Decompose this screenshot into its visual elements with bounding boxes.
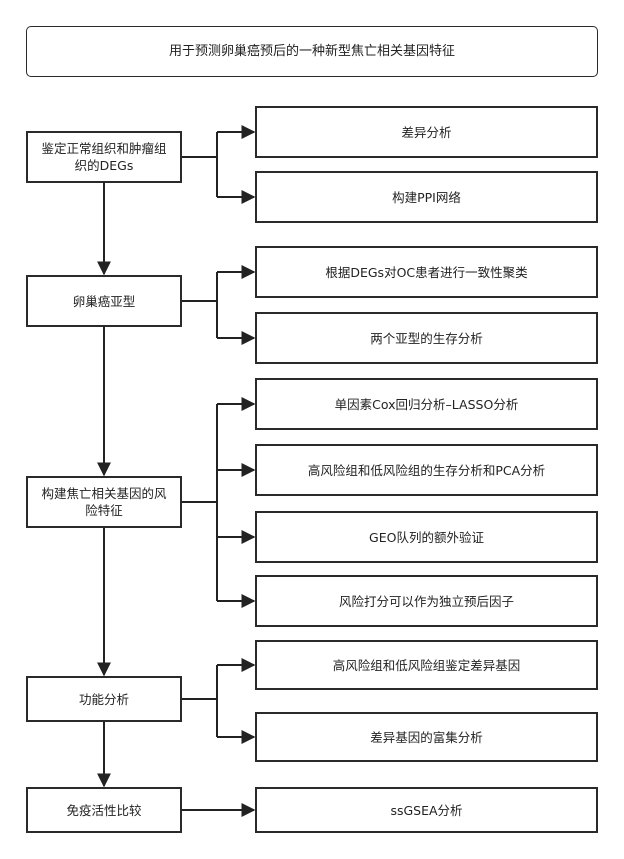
branch-connectors [182, 125, 256, 817]
detail-differential-analysis: 差异分析 [255, 106, 598, 158]
detail-consensus-clustering: 根据DEGs对OC患者进行一致性聚类 [255, 246, 598, 298]
detail-geo-validation: GEO队列的额外验证 [255, 511, 598, 563]
step-immune-comparison: 免疫活性比较 [26, 787, 182, 833]
detail-enrichment-analysis: 差异基因的富集分析 [255, 712, 598, 762]
detail-cox-lasso: 单因素Cox回归分析–LASSO分析 [255, 378, 598, 430]
detail-independent-prognostic: 风险打分可以作为独立预后因子 [255, 575, 598, 627]
step-deg-identification: 鉴定正常组织和肿瘤组织的DEGs [26, 131, 182, 183]
diagram-title: 用于预测卵巢癌预后的一种新型焦亡相关基因特征 [26, 26, 598, 77]
detail-ssgsea: ssGSEA分析 [255, 787, 598, 833]
step-ovarian-subtypes: 卵巢癌亚型 [26, 275, 182, 327]
detail-ppi-network: 构建PPI网络 [255, 171, 598, 223]
detail-differential-genes: 高风险组和低风险组鉴定差异基因 [255, 640, 598, 690]
detail-subtype-survival: 两个亚型的生存分析 [255, 312, 598, 364]
step-risk-signature: 构建焦亡相关基因的风险特征 [26, 476, 182, 528]
detail-survival-pca: 高风险组和低风险组的生存分析和PCA分析 [255, 444, 598, 496]
step-functional-analysis: 功能分析 [26, 676, 182, 722]
